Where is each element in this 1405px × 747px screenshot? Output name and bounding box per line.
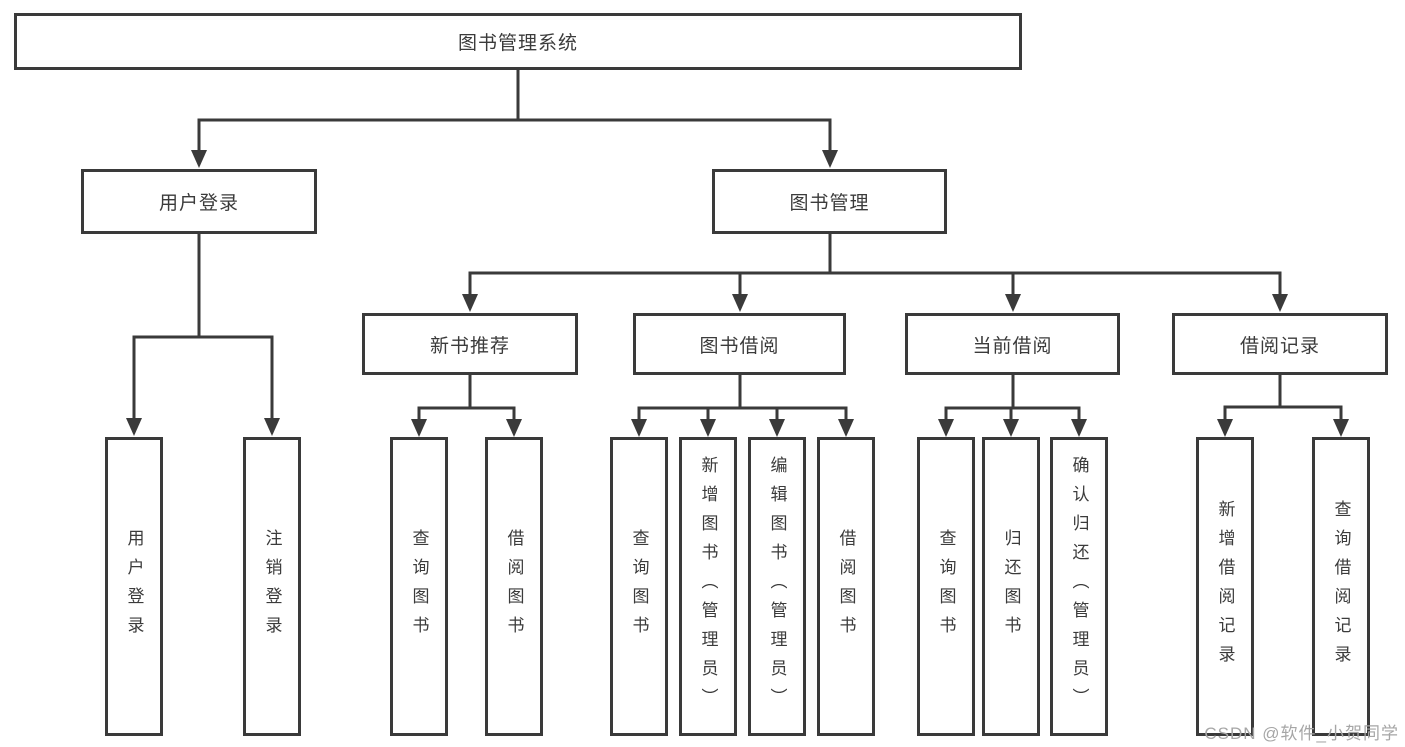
leaf-newbook-borrow: 借阅图书 <box>485 437 543 736</box>
connector-current-to-leaves <box>938 375 1087 437</box>
connector-userlogin-to-leaves <box>126 234 280 436</box>
node-new-book-recommend: 新书推荐 <box>362 313 578 375</box>
node-borrow-records-label: 借阅记录 <box>1239 335 1320 357</box>
node-user-login: 用户登录 <box>81 169 317 234</box>
connector-bookmgmt-to-level3 <box>462 234 1288 312</box>
leaf-borrow-query-label: 查询图书 <box>629 528 649 645</box>
leaf-current-query-label: 查询图书 <box>936 528 956 645</box>
node-root-label: 图书管理系统 <box>457 33 578 54</box>
leaf-newbook-query: 查询图书 <box>390 437 448 736</box>
leaf-borrow-book: 借阅图书 <box>817 437 875 736</box>
node-current-borrow-label: 当前借阅 <box>972 335 1053 357</box>
connector-records-to-leaves <box>1217 375 1349 437</box>
connector-borrow-to-leaves <box>631 375 854 437</box>
node-borrow-records: 借阅记录 <box>1172 313 1388 375</box>
leaf-return-book-label: 归还图书 <box>1001 528 1021 645</box>
node-book-borrow-label: 图书借阅 <box>699 335 780 357</box>
leaf-return-book: 归还图书 <box>982 437 1040 736</box>
leaf-borrow-add-admin: 新增图书（管理员） <box>679 437 737 736</box>
node-root: 图书管理系统 <box>14 13 1022 70</box>
node-book-borrow: 图书借阅 <box>633 313 846 375</box>
leaf-confirm-return-admin: 确认归还（管理员） <box>1050 437 1108 736</box>
leaf-query-borrow-record: 查询借阅记录 <box>1312 437 1370 736</box>
node-book-management-label: 图书管理 <box>789 193 870 214</box>
leaf-borrow-book-label: 借阅图书 <box>836 528 856 645</box>
leaf-query-borrow-record-label: 查询借阅记录 <box>1331 499 1351 674</box>
connector-root-to-level2 <box>191 70 838 168</box>
leaf-borrow-add-admin-label: 新增图书（管理员） <box>698 456 718 717</box>
leaf-logout: 注销登录 <box>243 437 301 736</box>
connector-newbook-to-leaves <box>411 375 522 437</box>
csdn-watermark: CSDN @软件_小贺同学 <box>1204 724 1399 743</box>
leaf-add-borrow-record-label: 新增借阅记录 <box>1215 499 1235 674</box>
leaf-borrow-edit-admin-label: 编辑图书（管理员） <box>767 456 787 717</box>
leaf-current-query: 查询图书 <box>917 437 975 736</box>
leaf-borrow-query: 查询图书 <box>610 437 668 736</box>
leaf-newbook-query-label: 查询图书 <box>409 528 429 645</box>
leaf-user-login-label: 用户登录 <box>124 528 144 645</box>
node-user-login-label: 用户登录 <box>158 193 239 214</box>
node-book-management: 图书管理 <box>712 169 947 234</box>
leaf-confirm-return-admin-label: 确认归还（管理员） <box>1069 456 1089 717</box>
leaf-add-borrow-record: 新增借阅记录 <box>1196 437 1254 736</box>
leaf-borrow-edit-admin: 编辑图书（管理员） <box>748 437 806 736</box>
leaf-logout-label: 注销登录 <box>262 528 282 645</box>
node-new-book-recommend-label: 新书推荐 <box>429 335 510 357</box>
node-current-borrow: 当前借阅 <box>905 313 1120 375</box>
leaf-newbook-borrow-label: 借阅图书 <box>504 528 524 645</box>
leaf-user-login: 用户登录 <box>105 437 163 736</box>
